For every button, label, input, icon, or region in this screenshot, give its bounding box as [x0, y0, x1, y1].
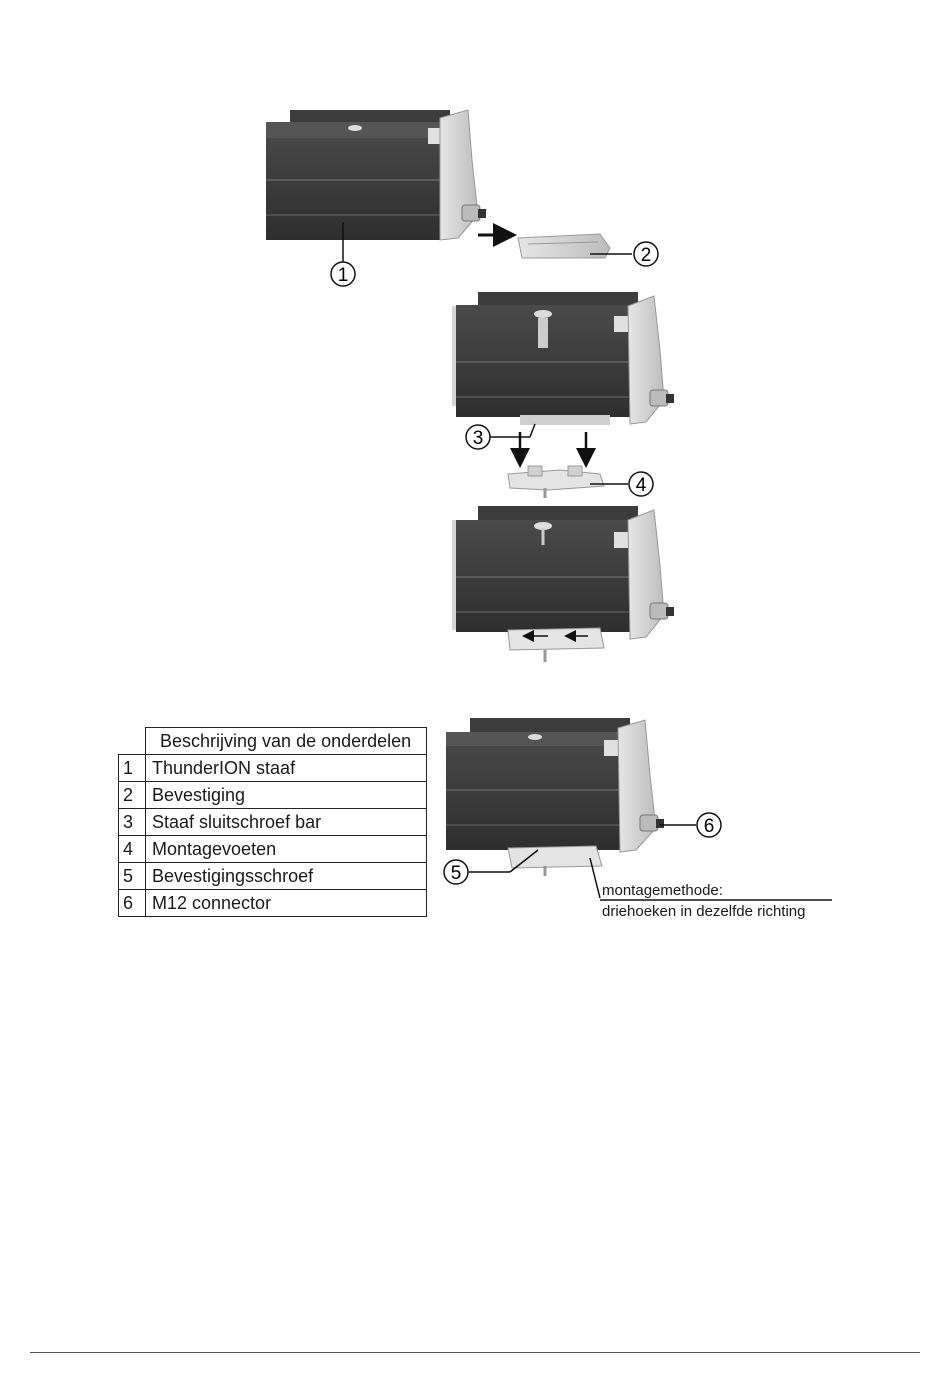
callout-number: 2	[641, 245, 652, 266]
callout-number: 3	[473, 428, 484, 449]
callout-2: 2	[634, 242, 658, 266]
parts-table-title: Beschrijving van de onderdelen	[146, 728, 427, 755]
callout-1: 1	[331, 262, 355, 286]
table-row: 1 ThunderION staaf	[119, 755, 427, 782]
callout-3: 3	[466, 425, 490, 449]
table-row: 2 Bevestiging	[119, 782, 427, 809]
mounting-note-line1: montagemethode:	[602, 882, 723, 899]
table-row: 3 Staaf sluitschroef bar	[119, 809, 427, 836]
callout-number: 4	[636, 475, 647, 496]
table-row: 6 M12 connector	[119, 890, 427, 917]
parts-table-header: Beschrijving van de onderdelen	[119, 728, 427, 755]
step1-sensor-bar	[266, 110, 486, 240]
footer-divider	[30, 1352, 920, 1353]
callout-number: 5	[451, 863, 462, 884]
table-row: 5 Bevestigingsschroef	[119, 863, 427, 890]
mounting-note-line2: driehoeken in dezelfde richting	[602, 903, 805, 920]
callout-4: 4	[629, 472, 653, 496]
callout-5: 5	[444, 860, 468, 884]
callout-number: 6	[704, 816, 715, 837]
step3-sensor-bar	[452, 506, 674, 662]
callout-6: 6	[697, 813, 721, 837]
table-row: 4 Montagevoeten	[119, 836, 427, 863]
callout-number: 1	[338, 265, 349, 286]
step2-sensor-bar	[452, 292, 674, 425]
final-sensor-bar	[446, 718, 664, 876]
step2-mounting-feet	[508, 466, 604, 498]
parts-table: Beschrijving van de onderdelen 1 Thunder…	[118, 727, 427, 917]
